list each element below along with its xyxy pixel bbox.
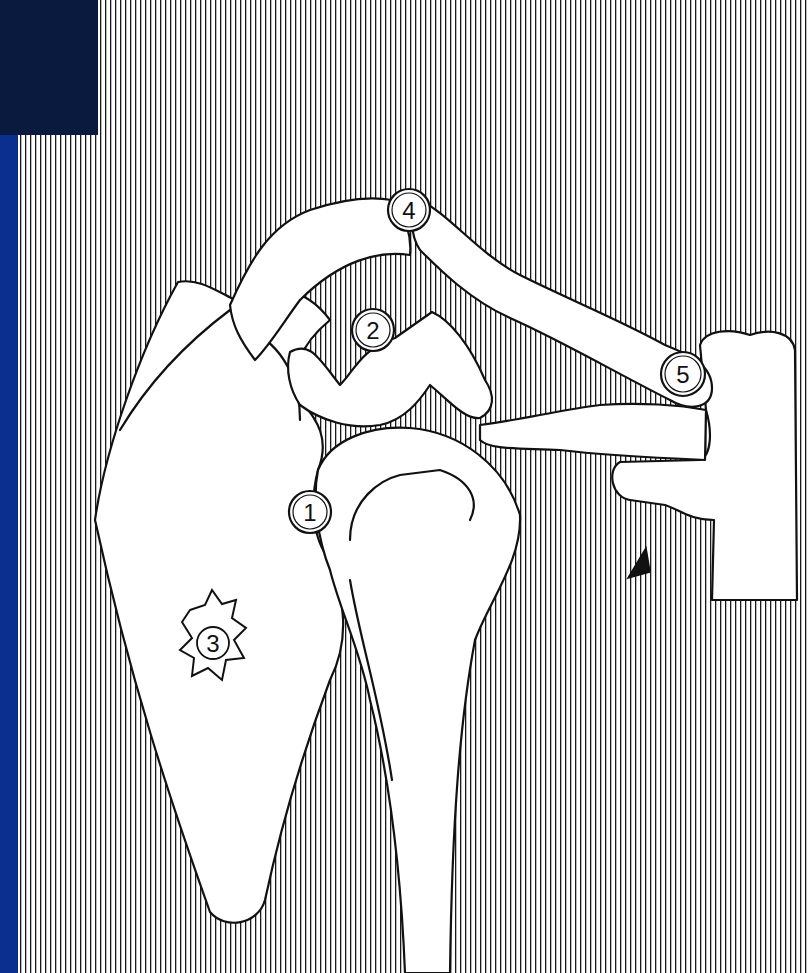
callout-ring bbox=[392, 193, 426, 227]
callout-number: 2 bbox=[366, 319, 379, 343]
fracture-burst bbox=[180, 590, 246, 680]
callout-number: 4 bbox=[402, 199, 415, 223]
humerus bbox=[316, 428, 520, 973]
hatched-ground bbox=[18, 0, 810, 973]
sternal-mark bbox=[628, 548, 650, 578]
rib bbox=[480, 404, 706, 460]
callout-number: 3 bbox=[206, 632, 219, 656]
callout-ring bbox=[356, 313, 390, 347]
callout-number: 1 bbox=[303, 501, 316, 525]
callout-ring bbox=[661, 352, 705, 396]
callout-ring bbox=[665, 356, 701, 392]
coracoid bbox=[288, 312, 492, 426]
callout-ring bbox=[289, 491, 331, 533]
callout-number: 5 bbox=[676, 363, 689, 387]
callout-ring bbox=[352, 309, 394, 351]
slide-corner bbox=[0, 0, 98, 135]
clavicle bbox=[413, 200, 713, 407]
acromion bbox=[230, 198, 410, 360]
callout-ring bbox=[293, 495, 327, 529]
humerus-ridge bbox=[350, 470, 474, 780]
callout-ring bbox=[388, 189, 430, 231]
callout-ring bbox=[197, 627, 229, 659]
